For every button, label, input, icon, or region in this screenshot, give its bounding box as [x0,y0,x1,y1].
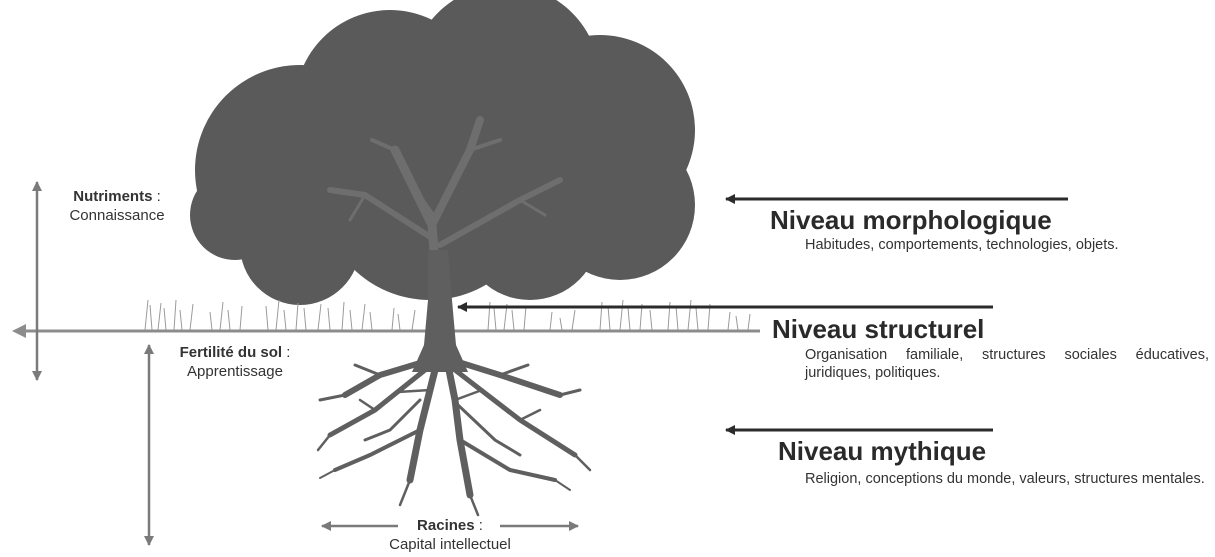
nutriments-label: Nutriments : Connaissance [52,188,182,226]
level-structurel-title: Niveau structurel [772,313,984,346]
level-morphologique-desc: Habitudes, comportements, technologies, … [805,236,1205,254]
racines-sub: Capital intellectuel [365,536,535,555]
level-morphologique-title: Niveau morphologique [770,204,1052,237]
racines-title: Racines [417,517,475,534]
nutriments-sep: : [152,188,160,205]
fertilite-sep: : [282,344,290,361]
level-mythique-desc: Religion, conceptions du monde, valeurs,… [805,470,1209,488]
level-structurel-desc: Organisation familiale, structures socia… [805,346,1209,382]
tree-roots [318,350,590,515]
fertilite-title: Fertilité du sol [180,344,283,361]
racines-sep: : [475,517,483,534]
nutriments-title: Nutriments [73,188,152,205]
nutriments-sub: Connaissance [52,207,182,226]
level-mythique-title: Niveau mythique [778,435,986,468]
fertilite-label: Fertilité du sol : Apprentissage [155,344,315,382]
fertilite-sub: Apprentissage [155,363,315,382]
racines-label: Racines : Capital intellectuel [365,517,535,555]
ground-left-arrow-head [12,324,26,338]
